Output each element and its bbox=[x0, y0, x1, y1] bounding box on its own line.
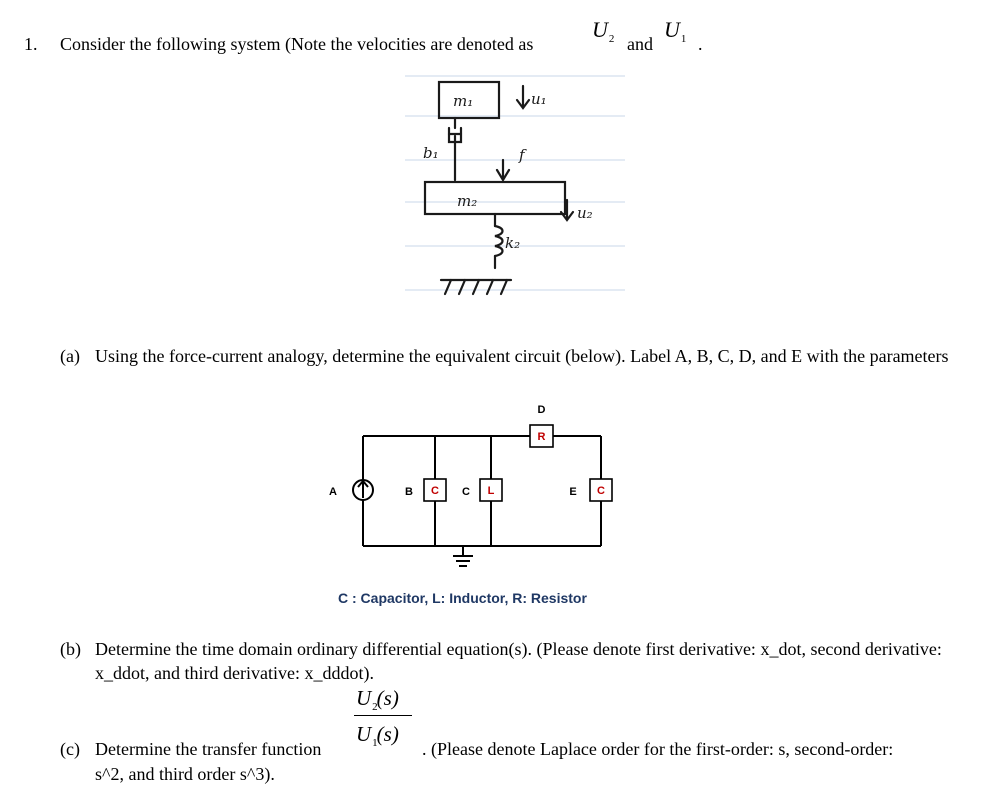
and-word: and bbox=[627, 34, 653, 54]
element-box-E bbox=[589, 478, 613, 502]
fraction-numerator: U2(s) bbox=[356, 686, 399, 713]
problem-number: 1. bbox=[24, 34, 38, 54]
problem-intro: Consider the following system (Note the … bbox=[60, 34, 534, 54]
mass-1-label: m₁ bbox=[453, 92, 473, 110]
box-E-text: C bbox=[597, 485, 605, 497]
equivalent-circuit: C L R C A B C D E bbox=[329, 404, 613, 567]
mechanical-system-sketch: m₁ u₁ b₁ f m₂ u₂ k₂ bbox=[405, 75, 625, 296]
velocity-2-label: u₂ bbox=[577, 204, 593, 222]
element-box-B bbox=[423, 478, 447, 502]
fraction-denominator: U1(s) bbox=[356, 722, 399, 749]
box-C-text: L bbox=[488, 485, 495, 497]
period: . bbox=[698, 34, 703, 54]
velocity-1-label: u₁ bbox=[531, 90, 547, 108]
part-c-text-after: . (Please denote Laplace order for the f… bbox=[422, 739, 894, 759]
mass-2-label: m₂ bbox=[457, 192, 477, 210]
spring-coil bbox=[493, 224, 504, 258]
node-label-E: E bbox=[569, 486, 576, 498]
part-b-text: Determine the time domain ordinary diffe… bbox=[95, 639, 942, 683]
part-b-label: (b) bbox=[60, 639, 81, 659]
velocity-1-symbol: U1 bbox=[664, 17, 687, 45]
part-c-label: (c) bbox=[60, 739, 80, 759]
circuit-legend: C : Capacitor, L: Inductor, R: Resistor bbox=[338, 590, 587, 606]
box-B-text: C bbox=[431, 485, 439, 497]
box-D-text: R bbox=[538, 431, 546, 443]
mass-1-box bbox=[437, 80, 501, 120]
part-a-label: (a) bbox=[60, 346, 80, 366]
mass-2-box bbox=[423, 180, 567, 216]
node-label-A: A bbox=[329, 486, 337, 498]
spring-label: k₂ bbox=[505, 234, 520, 252]
node-label-D: D bbox=[538, 404, 546, 416]
part-c-text-before: Determine the transfer function bbox=[95, 739, 322, 759]
velocity-2-symbol: U2 bbox=[592, 17, 615, 45]
force-label: f bbox=[518, 146, 527, 164]
fraction-bar bbox=[354, 715, 412, 717]
element-box-D bbox=[529, 424, 554, 448]
element-box-C bbox=[479, 478, 503, 502]
node-label-C: C bbox=[462, 486, 470, 498]
node-label-B: B bbox=[405, 486, 413, 498]
damper-label: b₁ bbox=[423, 144, 439, 162]
part-a-text: Using the force-current analogy, determi… bbox=[95, 346, 949, 366]
part-c-text-line2: s^2, and third order s^3). bbox=[95, 764, 275, 784]
